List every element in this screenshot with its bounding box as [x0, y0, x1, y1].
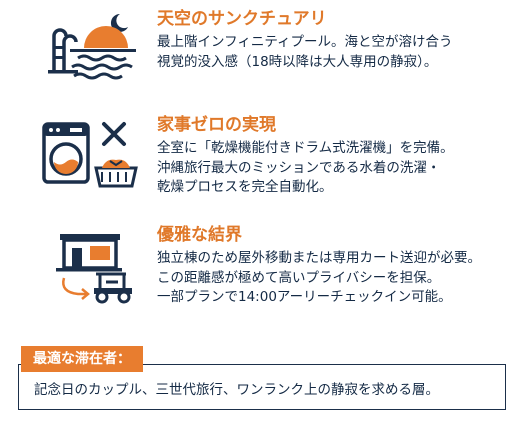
feature-text: 優雅な結界 独立棟のため屋外移動または専用カート送迎が必要。 この距離感が極めて… — [157, 224, 519, 308]
feature-line: 乾燥プロセスを完全自動化。 — [157, 179, 333, 195]
sunset-infinity-pool-icon — [34, 8, 144, 88]
feature-line: 最上階インフィニティプール。海と空が溶け合う — [157, 34, 453, 50]
feature-line: 一部プランで14:00アーリーチェックイン可能。 — [157, 289, 452, 305]
feature-line: 独立棟のため屋外移動または専用カート送迎が必要。 — [157, 250, 481, 266]
villa-golf-cart-icon — [34, 224, 144, 304]
feature-title: 優雅な結界 — [157, 225, 242, 245]
feature-title: 天空のサンクチュアリ — [157, 9, 327, 29]
feature-line: 全室に「乾燥機能付きドラム式洗濯機」を完備。 — [157, 140, 454, 156]
feature-line: 視覚的没入感（18時以降は大人専用の静寂）。 — [157, 53, 438, 70]
feature-text: 家事ゼロの実現 全室に「乾燥機能付きドラム式洗濯機」を完備。 沖縄旅行最大のミッ… — [157, 114, 519, 198]
feature-title: 家事ゼロの実現 — [157, 115, 276, 135]
feature-text: 天空のサンクチュアリ 最上階インフィニティプール。海と空が溶け合う 視覚的没入感… — [157, 8, 519, 72]
ideal-guest-text: 記念日のカップル、三世代旅行、ワンランク上の静寂を求める層。 — [34, 382, 439, 398]
feature-line: この距離感が極めて高いプライバシーを担保。 — [157, 269, 441, 286]
feature-line: 沖縄旅行最大のミッションである水着の洗濯・ — [157, 159, 441, 176]
ideal-guest-label: 最適な滞在者： — [21, 346, 143, 372]
washer-dryer-laundry-icon — [34, 114, 144, 194]
ideal-guest-box — [18, 364, 506, 410]
